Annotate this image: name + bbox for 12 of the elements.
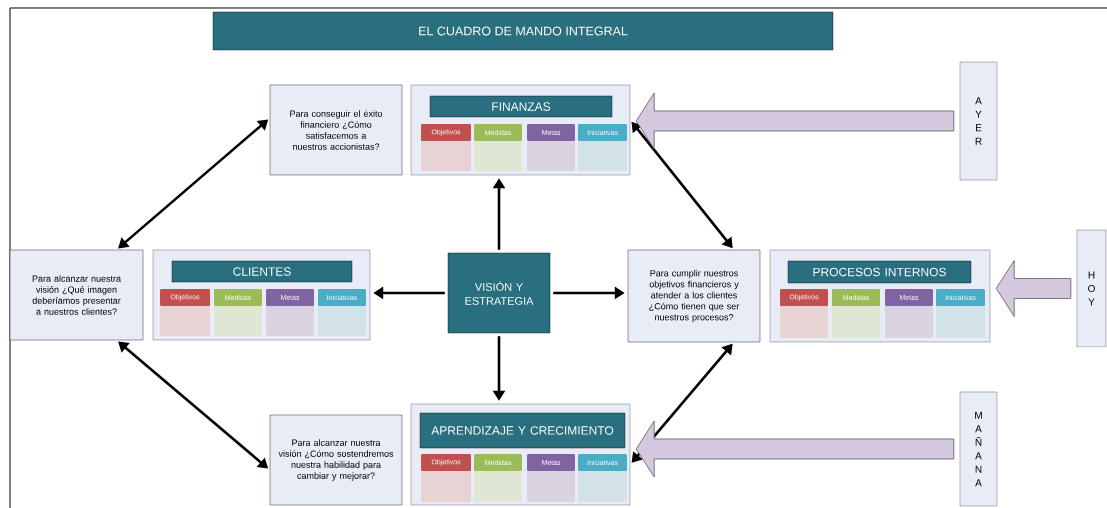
- question-box: Para conseguir el éxito financiero ¿Cómo satisfacemos a nuestros accionistas?: [269, 84, 403, 176]
- time-box: M A Ñ A N A: [959, 391, 998, 507]
- block-arrow: [635, 92, 955, 150]
- block-arrow: [995, 260, 1072, 317]
- question-box: Para cumplir nuestros objetivos financieros y atender a los clientes ¿Cómo tienen que ser nuestros procesos?: [627, 249, 761, 343]
- question-box: Para alcanzar nuestra visión ¿Qué imagen deberíamos presentar a nuestros clientes?: [9, 249, 144, 341]
- time-box: H O Y: [1076, 229, 1107, 348]
- strategy-box: VISIÓN Y ESTRATEGIA: [447, 252, 551, 334]
- question-box: Para alcanzar nuestra visión ¿Cómo sostendremos nuestra habilidad para cambiar y mejorar?: [269, 414, 403, 506]
- title-banner: EL CUADRO DE MANDO INTEGRAL: [212, 11, 834, 51]
- time-box: A Y E R: [959, 61, 998, 181]
- block-arrow: [635, 420, 955, 478]
